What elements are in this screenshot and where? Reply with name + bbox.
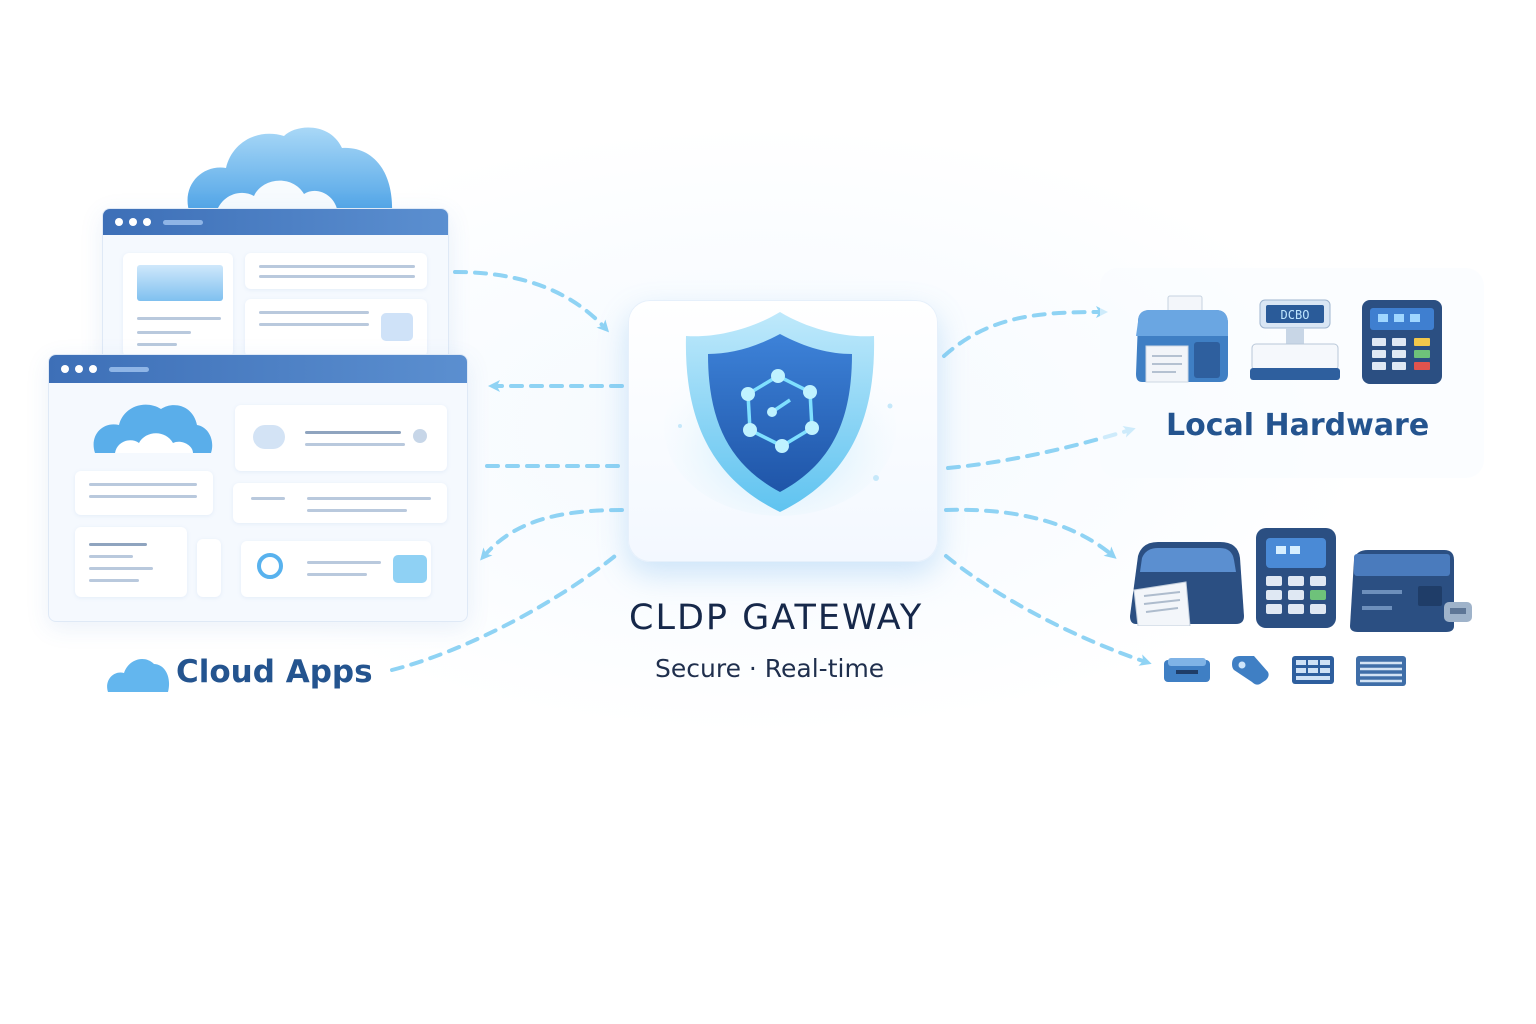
label-printer-icon: [1130, 542, 1244, 626]
gateway-title: CLDP GATEWAY: [629, 598, 924, 638]
scale-icon: DCBO: [1250, 299, 1340, 380]
window-dot: [61, 365, 69, 373]
tag-icon: [1232, 656, 1269, 685]
record-icon: [257, 553, 283, 579]
cloud-icon: [93, 404, 213, 453]
address-bar: [109, 366, 149, 372]
text-card: [233, 483, 447, 523]
flow-arrow-gateway-to-hw-top: [942, 306, 1108, 358]
flow-arrow-cloud-to-gateway-top: [453, 270, 610, 333]
scroll-strip: [197, 539, 221, 597]
cloud-app-window-back: [102, 208, 449, 370]
user-icon: [413, 429, 427, 443]
window-dot: [89, 365, 97, 373]
avatar-icon: [253, 425, 285, 449]
window-dot: [143, 218, 151, 226]
play-icon: [393, 555, 427, 583]
card-reader-icon: [1164, 658, 1210, 682]
flow-arrow-gateway-to-cloud-lower: [480, 508, 624, 561]
cloud-icon: [107, 658, 170, 692]
flow-arrow-cloud-label-to-gateway: [390, 554, 617, 672]
receipt-printer-icon: [1136, 295, 1228, 383]
payment-terminal-icon: [1256, 528, 1336, 628]
contact-card: [235, 405, 447, 471]
address-bar: [163, 219, 203, 225]
cash-drawer-icon: [1350, 550, 1472, 632]
keypad-icon: [1292, 656, 1334, 684]
window-title-bar: [103, 209, 448, 235]
image-icon: [137, 265, 223, 301]
window-dot: [115, 218, 123, 226]
flow-arrow-gateway-to-hw-lower: [944, 507, 1117, 559]
window-dot: [129, 218, 137, 226]
keyboard-icon: [1356, 656, 1406, 686]
text-card: [75, 527, 187, 597]
local-hardware-label: Local Hardware: [1166, 408, 1430, 443]
media-card: [241, 541, 431, 597]
flow-arrow-gateway-to-hw-small: [944, 554, 1152, 666]
text-card: [245, 253, 427, 289]
scale-display-text: DCBO: [1281, 308, 1310, 322]
shield-icon: [664, 312, 896, 516]
text-card: [245, 299, 427, 357]
image-card: [123, 253, 233, 357]
text-card: [75, 471, 213, 515]
payment-terminal-icon: [1362, 300, 1442, 384]
cloud-apps-label: Cloud Apps: [176, 654, 373, 690]
cloud-app-window-front: [48, 354, 468, 622]
cloud-icon: [187, 127, 393, 214]
widget-icon: [381, 313, 413, 341]
gateway-subtitle: Secure · Real-time: [655, 654, 885, 683]
window-dot: [75, 365, 83, 373]
window-title-bar: [49, 355, 467, 383]
